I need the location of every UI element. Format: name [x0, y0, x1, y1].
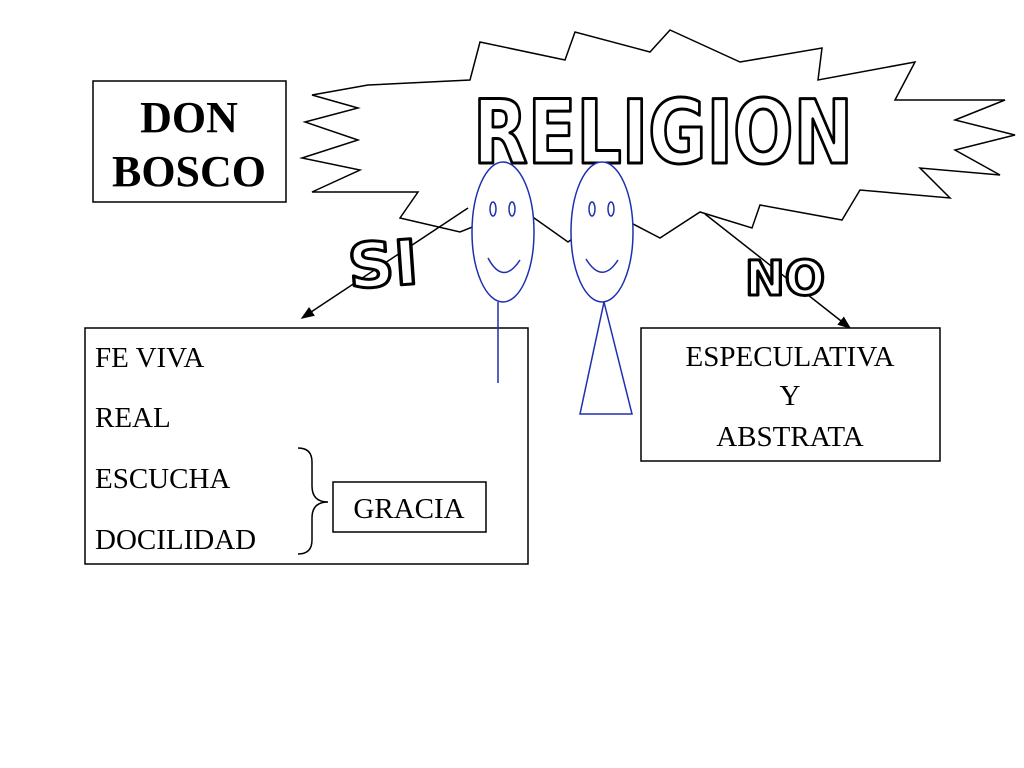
smiley-eye	[508, 201, 516, 217]
si-branch-line	[300, 207, 469, 319]
quality-item: ESCUCHA	[95, 463, 230, 495]
religion-title: RELIGION	[473, 81, 853, 184]
right-qualities-box	[640, 327, 941, 462]
gracia-box	[332, 481, 487, 533]
grouping-brace	[297, 447, 329, 555]
right-line-1: ESPECULATIVA	[686, 341, 895, 373]
no-branch-line	[704, 213, 852, 329]
don-bosco-line2: BOSCO	[112, 147, 266, 196]
no-label: NO	[745, 251, 825, 307]
smiley-eye	[588, 201, 596, 217]
smiley-face	[471, 161, 535, 303]
quality-item: FE VIVA	[95, 342, 204, 374]
don-bosco-line1: DON	[140, 93, 238, 142]
smiley-eye	[489, 201, 497, 217]
smiley-eye	[607, 201, 615, 217]
smiley-mouth	[487, 257, 521, 274]
gracia-label: GRACIA	[353, 493, 464, 525]
smiley-figure-left	[471, 161, 535, 383]
quality-item: DOCILIDAD	[95, 524, 256, 556]
right-line-2: Y	[780, 380, 801, 412]
smiley-triangle-body	[579, 301, 633, 415]
right-line-3: ABSTRATA	[716, 421, 864, 453]
si-label: SI	[346, 226, 421, 304]
smiley-mouth	[585, 258, 619, 273]
smiley-figure-right	[570, 161, 634, 415]
quality-item: REAL	[95, 402, 171, 434]
smiley-face	[570, 161, 634, 303]
don-bosco-box	[92, 80, 287, 203]
